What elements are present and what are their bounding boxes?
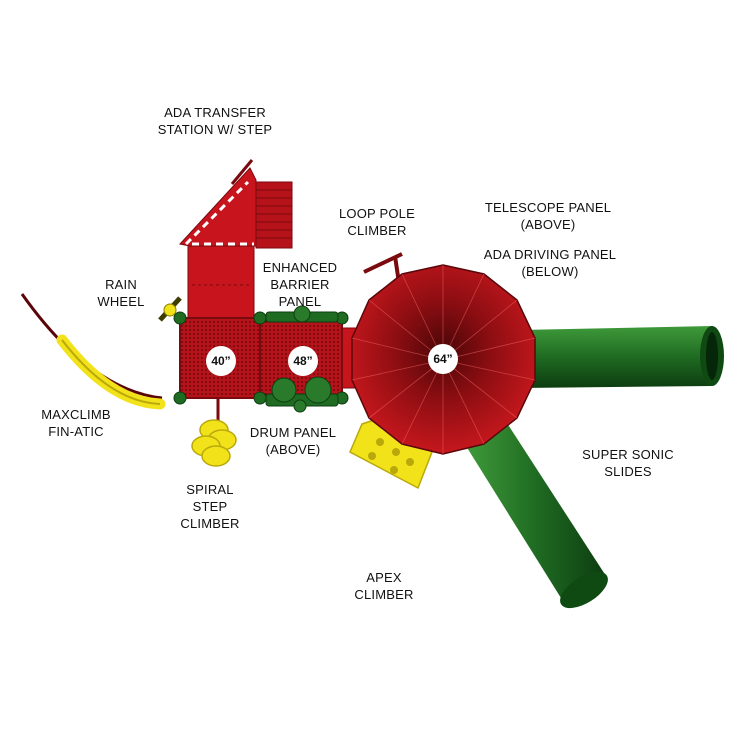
label-loop-pole-climber: LOOP POLE CLIMBER [339, 206, 415, 238]
label-drum-panel: DRUM PANEL (ABOVE) [249, 425, 337, 457]
label-spiral-step-climber: SPIRAL STEP CLIMBER [180, 482, 240, 531]
label-apex-climber: APEX CLIMBER [354, 570, 414, 602]
super-sonic-slide-horizontal [520, 326, 724, 388]
ada-transfer-station [179, 159, 293, 325]
label-super-sonic-slides: SUPER SONIC SLIDES [582, 447, 674, 479]
apex-climber [349, 417, 433, 490]
label-enhanced-barrier-panel: ENHANCED BARRIER PANEL [262, 260, 338, 309]
rain-wheel [158, 296, 182, 322]
label-ada-driving-panel: ADA DRIVING PANEL (BELOW) [483, 247, 617, 279]
deck-48-badge: 48” [288, 346, 318, 376]
label-ada-transfer-station: ADA TRANSFER STATION W/ STEP [157, 105, 273, 137]
spiral-step-climber [191, 398, 237, 467]
maxclimb-fin-atic [20, 293, 166, 410]
label-telescope-panel: TELESCOPE PANEL (ABOVE) [484, 200, 612, 232]
enhanced-barrier-panel [265, 305, 339, 323]
deck-posts [173, 311, 349, 405]
label-rain-wheel: RAIN WHEEL [97, 277, 145, 309]
super-sonic-slide-diagonal [466, 420, 608, 609]
label-maxclimb-fin-atic: MAXCLIMB FIN-ATIC [41, 407, 111, 439]
deck-64-badge: 64” [428, 344, 458, 374]
deck-40-badge: 40” [206, 346, 236, 376]
drum-panel [265, 376, 339, 413]
